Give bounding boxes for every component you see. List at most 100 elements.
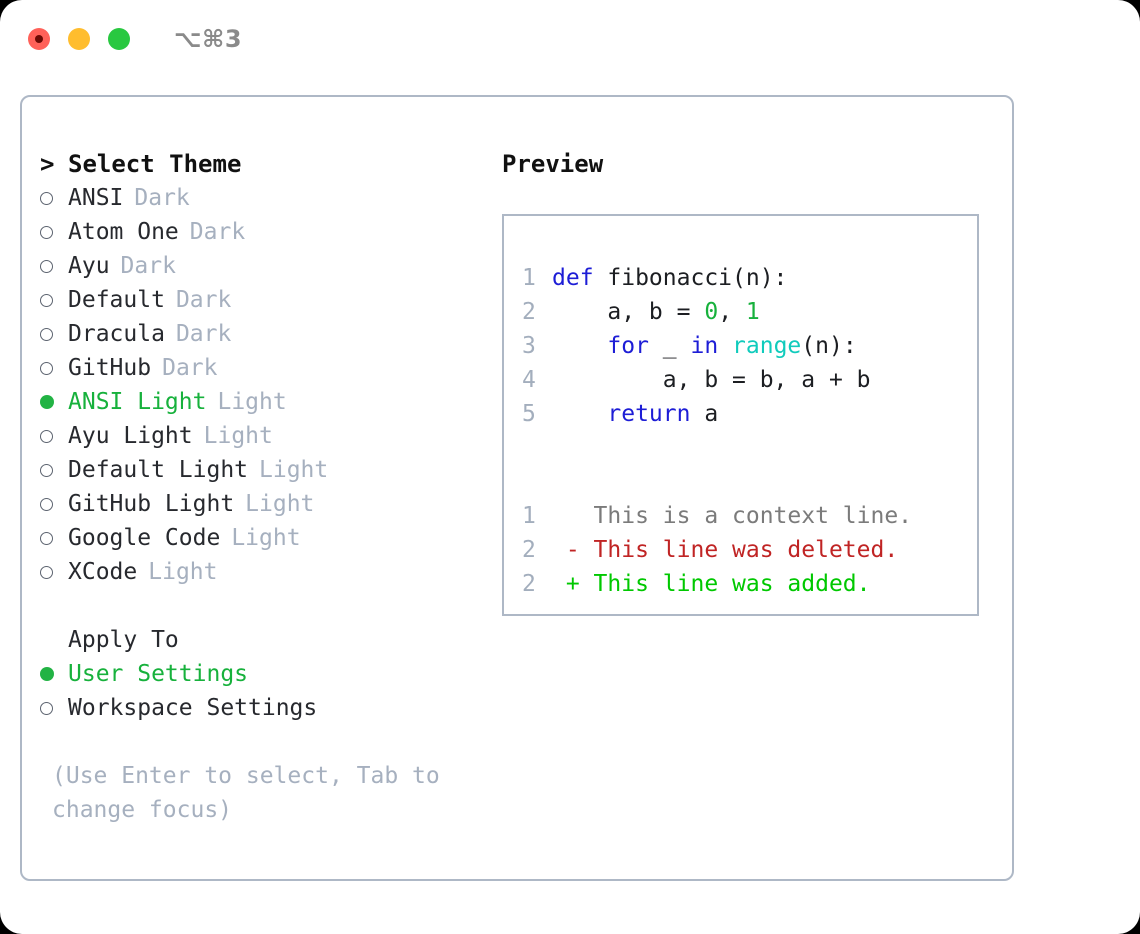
minimize-button[interactable] [68, 28, 90, 50]
theme-tag: Light [203, 423, 273, 449]
code-token: 1 [745, 299, 760, 325]
theme-name: Atom One [68, 219, 179, 245]
radio-selected-icon [40, 667, 54, 681]
radio-marker [40, 419, 68, 453]
radio-marker [40, 317, 68, 351]
apply-to-name: Workspace Settings [68, 695, 318, 721]
radio-marker [40, 555, 68, 589]
line-number: 2 [522, 571, 536, 597]
theme-tag: Dark [162, 355, 218, 381]
line-number: 4 [522, 367, 536, 393]
radio-empty-icon [40, 327, 53, 341]
theme-tag: Dark [134, 185, 190, 211]
maximize-button[interactable] [108, 28, 130, 50]
radio-empty-icon [40, 497, 53, 511]
theme-name: Default Light [68, 457, 249, 483]
theme-item[interactable]: Atom One Dark [40, 215, 502, 249]
radio-selected-icon [40, 395, 54, 409]
line-number: 1 [522, 265, 536, 291]
code-token: _ [648, 333, 691, 359]
code-token: return [607, 401, 691, 427]
code-token [552, 329, 607, 363]
caret-icon: > [40, 150, 55, 178]
line-number: 5 [522, 401, 536, 427]
radio-empty-icon [40, 701, 53, 715]
code-token: (n): [801, 333, 857, 359]
theme-name: XCode [68, 559, 138, 585]
radio-empty-icon [40, 361, 53, 375]
radio-empty-icon [40, 531, 53, 545]
diff-line: 2 - This line was deleted. [522, 533, 977, 567]
apply-to-item[interactable]: User Settings [40, 657, 502, 691]
radio-marker [40, 521, 68, 555]
radio-empty-icon [40, 259, 53, 273]
radio-marker [40, 657, 68, 691]
code-token: in [690, 333, 719, 359]
radio-marker [40, 249, 68, 283]
code-token: This is a context line. [552, 503, 913, 529]
theme-item[interactable]: Default Dark [40, 283, 502, 317]
theme-name: GitHub Light [68, 491, 235, 517]
code-token: a [690, 401, 719, 427]
window-shortcut-label: ⌥⌘3 [174, 25, 243, 53]
line-number: 3 [522, 333, 536, 359]
title-bar: ⌥⌘3 [0, 0, 1140, 78]
theme-tag: Dark [189, 219, 246, 245]
radio-marker [40, 351, 68, 385]
theme-tag: Dark [120, 253, 176, 279]
code-token: , [718, 299, 746, 325]
code-line: 5 return a [522, 397, 977, 431]
radio-marker [40, 487, 68, 521]
radio-marker [40, 691, 68, 725]
code-token [718, 329, 732, 363]
diff-line: 1 This is a context line. [522, 499, 977, 533]
line-number: 1 [522, 503, 536, 529]
theme-tag: Light [259, 457, 329, 483]
line-number: 2 [522, 299, 536, 325]
apply-to-item[interactable]: Workspace Settings [40, 691, 502, 725]
select-theme-heading: > Select Theme [40, 147, 502, 181]
theme-name: ANSI Light [68, 389, 207, 415]
theme-name: Ayu Light [68, 423, 193, 449]
code-token: fibonacci(n): [593, 265, 788, 291]
code-token: range [732, 333, 802, 359]
close-button[interactable] [28, 28, 50, 50]
code-line: 3 for _ in range(n): [522, 329, 977, 363]
traffic-lights [28, 28, 130, 50]
radio-empty-icon [40, 191, 53, 205]
code-token: + This line was added. [552, 571, 871, 597]
radio-marker [40, 181, 68, 215]
theme-tag: Dark [175, 287, 232, 313]
radio-marker [40, 215, 68, 249]
preview-title: Preview [502, 150, 604, 178]
code-line: 2 a, b = 0, 1 [522, 295, 977, 329]
theme-name: Default [68, 287, 165, 313]
code-token: for [607, 333, 649, 359]
code-token: def [552, 265, 594, 291]
theme-item[interactable]: Ayu Light Light [40, 419, 502, 453]
apply-to-name: User Settings [68, 661, 249, 687]
radio-empty-icon [40, 293, 53, 307]
apply-to-label: Apply To [68, 627, 179, 653]
diff-sample: 1 This is a context line.2 - This line w… [522, 499, 977, 601]
code-token: 0 [704, 299, 719, 325]
theme-item[interactable]: Default Light Light [40, 453, 502, 487]
keyboard-hint: (Use Enter to select, Tab to change focu… [52, 763, 440, 823]
radio-empty-icon [40, 463, 53, 477]
code-line: 1 def fibonacci(n): [522, 261, 977, 295]
